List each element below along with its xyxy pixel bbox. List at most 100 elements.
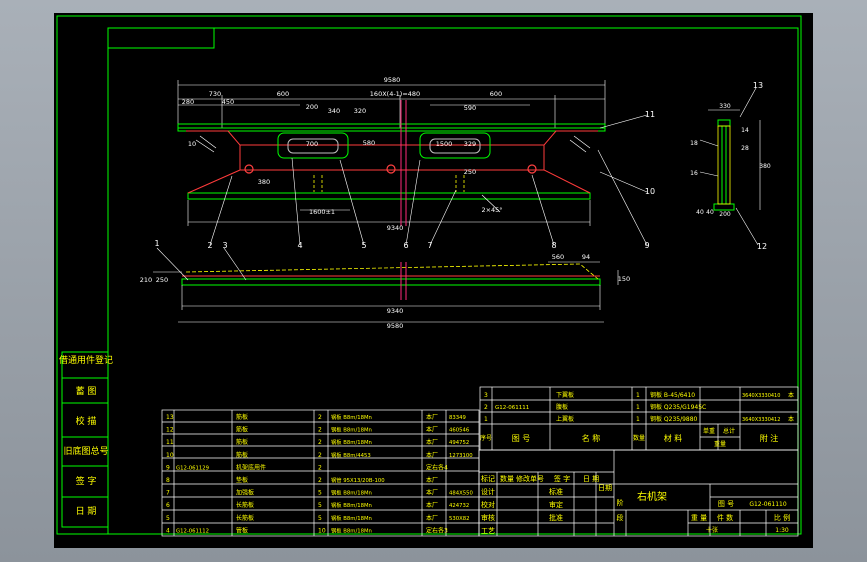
part-qty: 1 bbox=[636, 416, 640, 423]
part-unit: 本厂 bbox=[426, 514, 438, 522]
part-code: G12-061129 bbox=[176, 465, 209, 471]
callout-number: 12 bbox=[757, 242, 767, 251]
scale-value: 1:30 bbox=[775, 527, 789, 534]
dim-label: 9580 bbox=[387, 322, 404, 330]
part-material: 钢板 B-45/6410 bbox=[650, 391, 695, 399]
part-no: 12 bbox=[166, 427, 174, 434]
part-unit: 定右各3 bbox=[426, 526, 448, 534]
dim-label: 2×45° bbox=[481, 206, 502, 214]
dim-label: 700 bbox=[306, 140, 318, 148]
callout-number: 8 bbox=[551, 241, 556, 250]
part-mat: 钢板 B8m/18Mn bbox=[331, 413, 372, 421]
part-code: G12-061112 bbox=[176, 528, 209, 534]
part-qty: 2 bbox=[318, 427, 322, 434]
cad-drawing: 借通用件登记 蓄 图 校 描 旧底图总号 签 字 日 期 bbox=[56, 15, 802, 537]
stage-label: 段 bbox=[617, 513, 624, 522]
corner-box bbox=[107, 27, 215, 49]
part-unit: 本厂 bbox=[426, 438, 438, 446]
sheet-mark: 十张 bbox=[706, 526, 718, 534]
part-no: 4 bbox=[166, 527, 170, 534]
part-dim: 83349 bbox=[449, 415, 466, 421]
dim-label: 250 bbox=[464, 168, 476, 176]
bottom-label: 重 量 bbox=[691, 514, 707, 522]
part-name: 长筋板 bbox=[236, 514, 254, 522]
left-label: 蓄 图 bbox=[76, 385, 97, 397]
callout-number: 2 bbox=[207, 241, 212, 250]
main-view: 9580 730 600 160X(4-1)=480 600 280 450 2… bbox=[177, 76, 648, 246]
role-label: 审核 bbox=[481, 513, 495, 522]
dim-label: 590 bbox=[464, 104, 476, 112]
callout-number: 13 bbox=[753, 81, 763, 90]
drawing-title: 右机架 bbox=[637, 490, 667, 503]
part-weight: 3640X3330410 bbox=[742, 393, 780, 399]
header-cell: 单重 bbox=[703, 427, 715, 435]
part-no: 6 bbox=[166, 502, 170, 509]
part-name: 加强板 bbox=[236, 489, 254, 497]
drawing-no: G12-061110 bbox=[749, 501, 787, 508]
part-mat: 钢板 B8m/18Mn bbox=[331, 501, 372, 509]
dim-label: 28 bbox=[741, 145, 749, 152]
dim-label: 10 bbox=[188, 140, 196, 148]
left-label: 签 字 bbox=[76, 475, 97, 487]
dim-label: 9340 bbox=[387, 307, 404, 315]
part-dim: 460546 bbox=[449, 428, 470, 434]
role-label: 工艺 bbox=[481, 527, 495, 535]
part-mat: 钢板 B8m/18Mn bbox=[331, 489, 372, 497]
part-name: 筋板 bbox=[236, 426, 248, 434]
part-total: 本 bbox=[788, 415, 794, 423]
part-no: 2 bbox=[484, 404, 488, 411]
header-cell: 材 料 bbox=[664, 433, 683, 443]
part-dim: 1273100 bbox=[449, 453, 473, 459]
rev-header: 签 字 bbox=[554, 474, 570, 483]
dim-label: 330 bbox=[719, 103, 731, 110]
part-no: 9 bbox=[166, 464, 170, 471]
part-name: 上翼板 bbox=[556, 415, 574, 423]
dim-label: 9340 bbox=[387, 224, 404, 232]
dim-label: 450 bbox=[222, 98, 234, 106]
callout-number: 6 bbox=[403, 241, 408, 250]
header-cell: 序号 bbox=[480, 434, 492, 442]
part-name: 垫板 bbox=[236, 476, 248, 484]
dim-label: 320 bbox=[354, 107, 366, 115]
callout-number: 9 bbox=[644, 241, 649, 250]
part-qty: 2 bbox=[318, 477, 322, 484]
part-qty: 5 bbox=[318, 490, 322, 497]
role-label: 校对 bbox=[481, 500, 495, 509]
cad-viewport[interactable]: 借通用件登记 蓄 图 校 描 旧底图总号 签 字 日 期 bbox=[54, 13, 813, 548]
header-cell: 附 注 bbox=[760, 433, 779, 443]
part-no: 8 bbox=[166, 477, 170, 484]
dim-label: 18 bbox=[690, 140, 698, 147]
dim-label: 16 bbox=[690, 170, 698, 177]
dim-label: 150 bbox=[618, 275, 630, 283]
callout-number: 5 bbox=[361, 241, 366, 250]
part-name: 筋板 bbox=[236, 451, 248, 459]
dim-label: 210 bbox=[140, 276, 152, 284]
title-block: 标记 数量 修改单号 签 字 日 期 设计 校对 审核 工艺 标准 审定 批准 … bbox=[478, 449, 799, 537]
bottom-label: 件 数 bbox=[717, 513, 733, 522]
part-dim: 530X82 bbox=[449, 516, 469, 522]
callout-number: 1 bbox=[154, 239, 159, 248]
part-name: 筋板 bbox=[236, 438, 248, 446]
role-label: 批准 bbox=[549, 513, 563, 522]
left-binding-column bbox=[61, 351, 109, 528]
part-name: 下翼板 bbox=[556, 391, 574, 399]
part-total: 本 bbox=[788, 391, 794, 399]
header-cell: 总计 bbox=[723, 427, 735, 435]
part-name: 长筋板 bbox=[236, 501, 254, 509]
part-qty: 1 bbox=[636, 404, 640, 411]
part-qty: 2 bbox=[318, 452, 322, 459]
rev-header: 标记 bbox=[481, 474, 495, 483]
dim-label: 160X(4-1)=480 bbox=[370, 90, 420, 98]
header-cell: 重量 bbox=[714, 440, 726, 448]
role-label: 设计 bbox=[481, 487, 495, 496]
part-unit: 本厂 bbox=[426, 489, 438, 497]
dim-label: 600 bbox=[490, 90, 502, 98]
part-no: 11 bbox=[166, 439, 174, 446]
dim-label: 1500 bbox=[436, 140, 453, 148]
rev-header: 修改单号 bbox=[516, 474, 544, 483]
part-qty: 1 bbox=[636, 392, 640, 399]
part-no: 13 bbox=[166, 414, 174, 421]
side-view: 330 380 40 200 18 16 28 14 40 bbox=[690, 87, 771, 246]
dim-label: 40 bbox=[706, 209, 714, 216]
part-qty: 10 bbox=[318, 527, 326, 534]
